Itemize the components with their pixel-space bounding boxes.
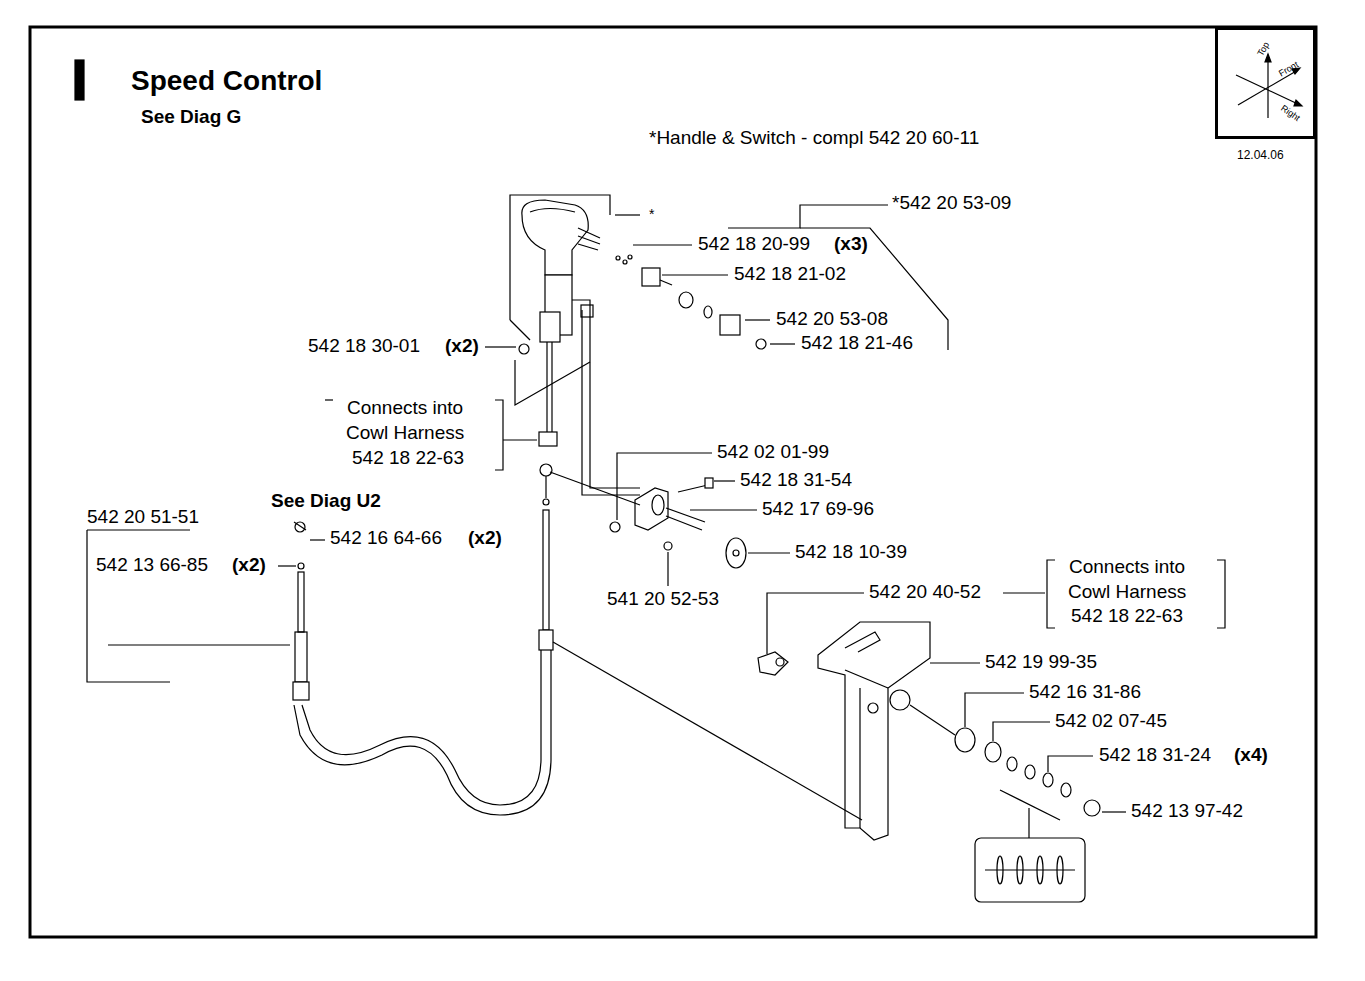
part-number: Cowl Harness <box>345 422 465 444</box>
part-number: 541 20 52-53 <box>606 588 720 610</box>
part-number: 542 16 64-66 <box>329 527 443 549</box>
axis-label: Top <box>1255 40 1271 58</box>
part-number: 542 18 22-63 <box>351 447 465 469</box>
part-number: * <box>648 206 655 222</box>
part-number: 542 18 22-63 <box>1070 605 1184 627</box>
quantity-note: (x4) <box>1233 744 1269 766</box>
part-number: Cowl Harness <box>1067 581 1187 603</box>
part-number: 542 17 69-96 <box>761 498 875 520</box>
axis-label: Right <box>1279 103 1302 123</box>
part-number: 542 13 97-42 <box>1130 800 1244 822</box>
part-number: Connects into <box>1068 556 1186 578</box>
part-number: 542 18 31-24 <box>1098 744 1212 766</box>
part-number: 542 19 99-35 <box>984 651 1098 673</box>
part-number: 542 18 21-02 <box>733 263 847 285</box>
quantity-note: (x2) <box>467 527 503 549</box>
part-number: 542 20 40-52 <box>868 581 982 603</box>
part-number: 542 18 30-01 <box>307 335 421 357</box>
quantity-note: (x2) <box>444 335 480 357</box>
part-number: 542 18 31-54 <box>739 469 853 491</box>
part-number: *542 20 53-09 <box>891 192 1012 214</box>
part-number: Connects into <box>346 397 464 419</box>
quantity-note: See Diag U2 <box>270 490 382 512</box>
orientation-box: TopFrontRight <box>1215 27 1316 139</box>
part-number: 542 20 53-08 <box>775 308 889 330</box>
part-number: *Handle & Switch - compl 542 20 60-11 <box>648 127 980 149</box>
part-number: 542 16 31-86 <box>1028 681 1142 703</box>
part-number: 542 18 21-46 <box>800 332 914 354</box>
quantity-note: (x2) <box>231 554 267 576</box>
part-number: 542 02 01-99 <box>716 441 830 463</box>
quantity-note: See Diag G <box>140 106 242 128</box>
diagram-title: Speed Control <box>130 64 323 98</box>
part-number: 12.04.06 <box>1236 148 1285 162</box>
part-number: 542 18 20-99 <box>697 233 811 255</box>
quantity-note: (x3) <box>833 233 869 255</box>
part-number: 542 18 10-39 <box>794 541 908 563</box>
part-number: 542 13 66-85 <box>95 554 209 576</box>
axis-label: Front <box>1277 59 1300 78</box>
part-number: 542 20 51-51 <box>86 506 200 528</box>
part-number: 542 02 07-45 <box>1054 710 1168 732</box>
